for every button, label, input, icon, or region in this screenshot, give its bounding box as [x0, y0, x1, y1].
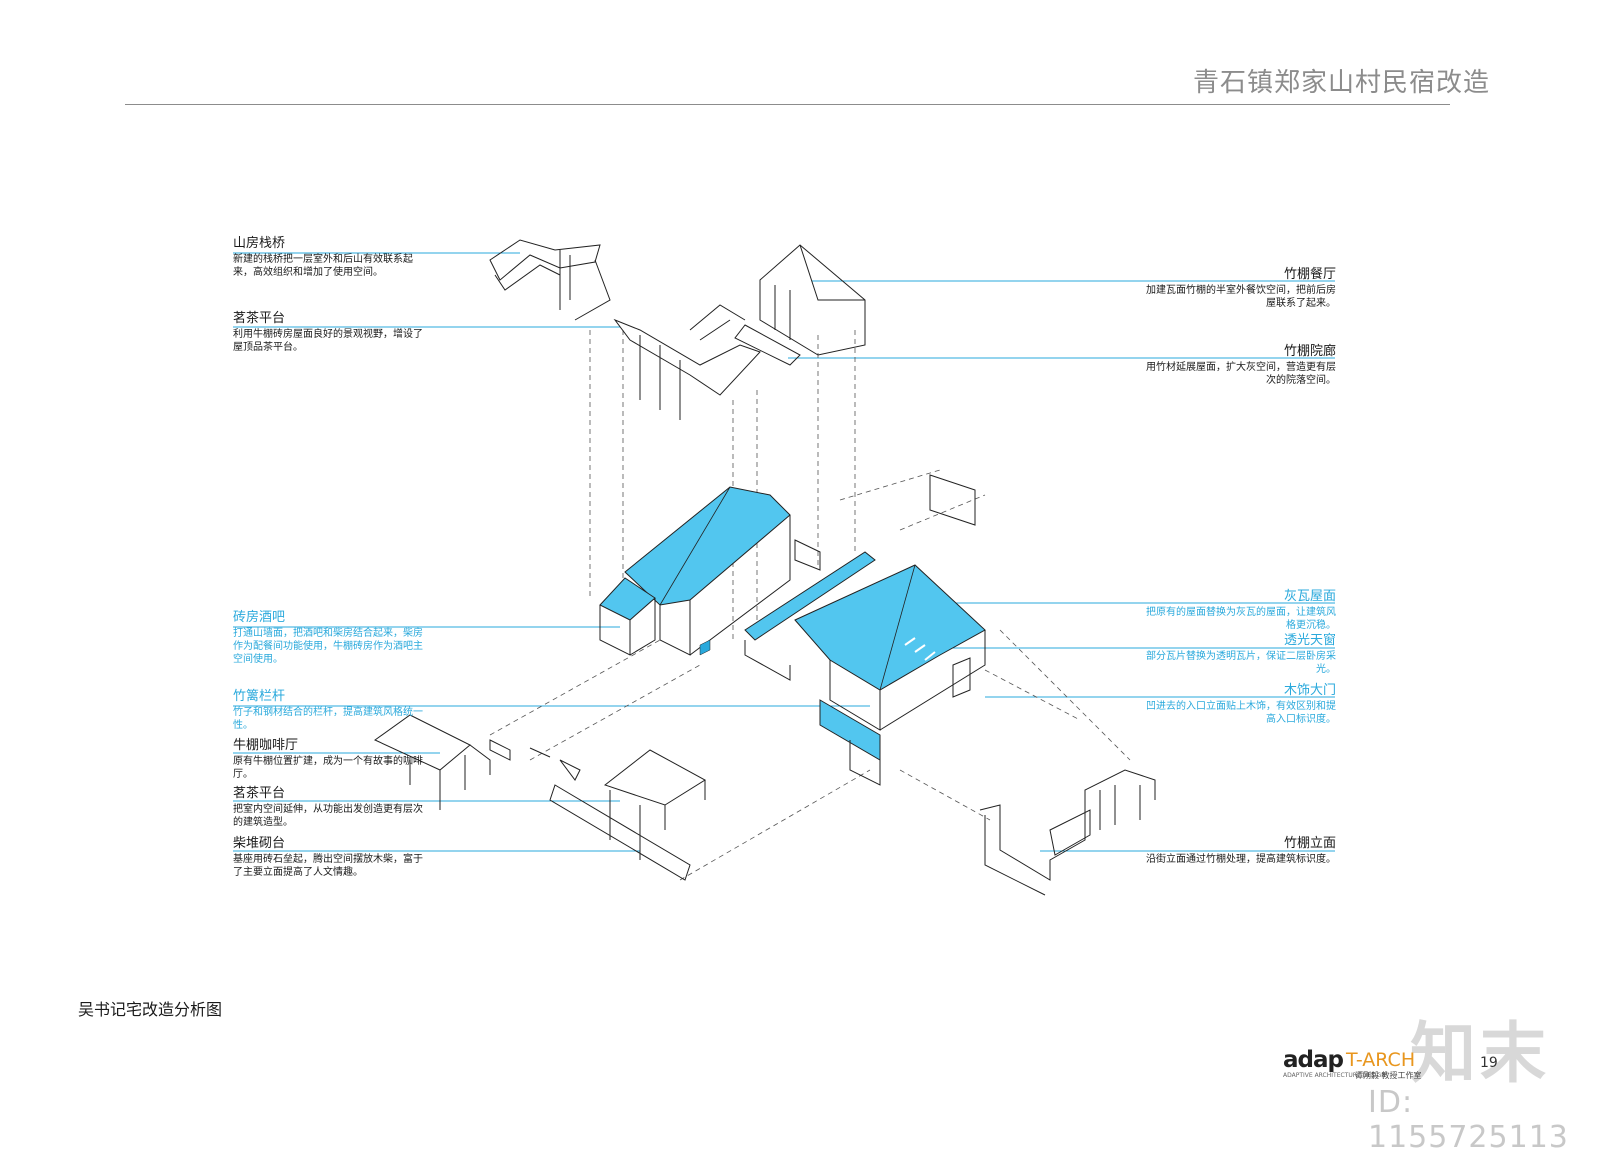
annotation-text: 凹进去的入口立面贴上木饰，有效区别和提高入口标识度。 [1146, 701, 1336, 725]
annotation-title: 山房栈桥 [233, 236, 286, 251]
leader-lines [233, 252, 1335, 852]
annotation-zhupeng-limian: 竹棚立面 沿街立面通过竹棚处理，提高建筑标识度。 [1146, 835, 1336, 866]
annotation-mingcha-pingtai-upper: 茗茶平台 利用牛棚砖房屋面良好的景观视野，增设了屋顶品茶平台。 [233, 310, 423, 354]
projection-lines [489, 330, 1131, 881]
annotation-text: 加建瓦面竹棚的半室外餐饮空间，把前后房屋联系了起来。 [1146, 285, 1336, 309]
brand-adap: adap [1283, 1047, 1344, 1073]
annotation-zhupeng-yuanlang: 竹棚院廊 用竹材延展屋面，扩大灰空间，营造更有层次的院落空间。 [1146, 343, 1336, 387]
main-building [599, 486, 986, 786]
annotation-zhupeng-canting: 竹棚餐厅 加建瓦面竹棚的半室外餐饮空间，把前后房屋联系了起来。 [1146, 266, 1336, 310]
annotation-title: 茗茶平台 [233, 786, 286, 801]
annotation-title: 柴堆砌台 [233, 836, 286, 851]
title-rule [125, 104, 1450, 105]
annotation-title: 木饰大门 [1283, 683, 1336, 698]
annotation-text: 利用牛棚砖房屋面良好的景观视野，增设了屋顶品茶平台。 [233, 329, 423, 353]
annotation-title: 竹棚立面 [1283, 836, 1336, 851]
brand-studio: 谭刚毅 教授工作室 [1355, 1071, 1422, 1080]
figure-caption: 吴书记宅改造分析图 [78, 1000, 223, 1019]
upper-exploded-elements [489, 239, 976, 526]
annotation-title: 牛棚咖啡厅 [233, 738, 299, 753]
annotation-text: 竹子和钢材结合的栏杆，提高建筑风格统一性。 [233, 707, 423, 731]
annotation-shanfang-zhanqiao: 山房栈桥 新建的栈桥把一层室外和后山有效联系起来，高效组织和增加了使用空间。 [233, 235, 423, 279]
page-title: 青石镇郑家山村民宿改造 [1192, 68, 1490, 98]
annotation-text: 原有牛棚位置扩建，成为一个有故事的咖啡厅。 [233, 756, 423, 780]
annotation-chaidui-qitai: 柴堆砌台 基座用砖石垒起，腾出空间摆放木柴，富于了主要立面提高了人文情趣。 [233, 835, 423, 879]
annotation-title: 砖房酒吧 [233, 610, 286, 625]
lower-exploded-elements [374, 714, 1156, 896]
annotation-mingcha-pingtai-lower: 茗茶平台 把室内空间延伸，从功能出发创造更有层次的建筑造型。 [233, 785, 423, 829]
annotation-text: 把室内空间延伸，从功能出发创造更有层次的建筑造型。 [233, 804, 423, 828]
annotation-niupeng-kafeiting: 牛棚咖啡厅 原有牛棚位置扩建，成为一个有故事的咖啡厅。 [233, 737, 423, 781]
brand-tarch: T-ARCH [1346, 1049, 1416, 1071]
annotation-title: 竹棚餐厅 [1283, 267, 1336, 282]
annotation-zhuli-langan: 竹篱栏杆 竹子和钢材结合的栏杆，提高建筑风格统一性。 [233, 688, 423, 732]
annotation-title: 灰瓦屋面 [1283, 589, 1336, 604]
annotation-mushi-damen: 木饰大门 凹进去的入口立面贴上木饰，有效区别和提高入口标识度。 [1146, 682, 1336, 726]
annotation-touguang-tianchuang: 透光天窗 部分瓦片替换为透明瓦片，保证二层卧房采光。 [1146, 632, 1336, 676]
annotation-title: 透光天窗 [1283, 633, 1336, 648]
annotation-text: 用竹材延展屋面，扩大灰空间，营造更有层次的院落空间。 [1146, 362, 1336, 386]
brand-subtitle: ADAPTIVE ARCHITECTURE DESIGN [1283, 1072, 1386, 1079]
annotation-title: 竹棚院廊 [1283, 344, 1336, 359]
brand-logo: adap T-ARCH ADAPTIVE ARCHITECTURE DESIGN… [1283, 1047, 1433, 1081]
annotation-text: 部分瓦片替换为透明瓦片，保证二层卧房采光。 [1146, 651, 1336, 675]
annotation-text: 基座用砖石垒起，腾出空间摆放木柴，富于了主要立面提高了人文情趣。 [233, 854, 423, 878]
annotation-title: 茗茶平台 [233, 311, 286, 326]
page-number: 19 [1480, 1055, 1498, 1071]
watermark-logo: 知末 [1410, 1015, 1550, 1092]
annotation-text: 把原有的屋面替换为灰瓦的屋面，让建筑风格更沉稳。 [1146, 607, 1336, 631]
annotation-text: 沿街立面通过竹棚处理，提高建筑标识度。 [1146, 854, 1336, 865]
annotation-text: 新建的栈桥把一层室外和后山有效联系起来，高效组织和增加了使用空间。 [233, 254, 413, 278]
watermark-id: ID: 1155725113 [1368, 1085, 1569, 1155]
annotation-title: 竹篱栏杆 [233, 689, 286, 704]
annotation-huiwa-wumian: 灰瓦屋面 把原有的屋面替换为灰瓦的屋面，让建筑风格更沉稳。 [1146, 588, 1336, 632]
annotation-zhuanfang-jiuba: 砖房酒吧 打通山墙面，把酒吧和柴房结合起来，柴房作为配餐间功能使用，牛棚砖房作为… [233, 609, 423, 666]
annotation-text: 打通山墙面，把酒吧和柴房结合起来，柴房作为配餐间功能使用，牛棚砖房作为酒吧主空间… [233, 628, 423, 665]
